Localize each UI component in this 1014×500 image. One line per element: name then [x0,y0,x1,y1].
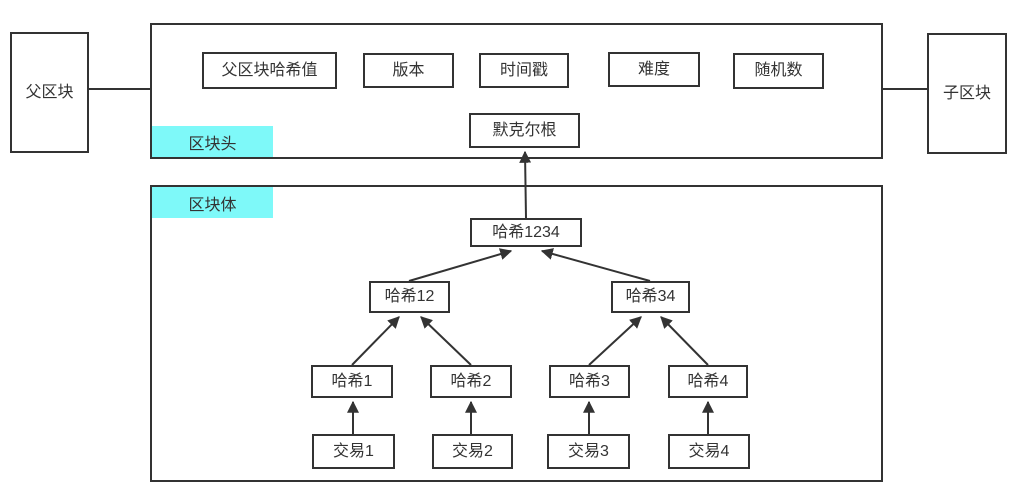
difficulty-field: 难度 [608,52,700,87]
block-header-label: 区块头 [152,126,273,157]
block-header-section [150,23,883,159]
hash2-node: 哈希2 [430,365,512,398]
transaction1-node: 交易1 [312,434,395,469]
hash3-node: 哈希3 [549,365,630,398]
arrow-hash4-hash34 [660,316,709,366]
arrow-hash3-hash34 [588,316,642,366]
parent-block-node: 父区块 [10,32,89,153]
parent-hash-field: 父区块哈希值 [202,52,337,89]
child-block-node: 子区块 [927,33,1007,154]
version-field: 版本 [363,53,454,88]
arrow-hash2-hash12 [420,316,472,366]
hash-root-node: 哈希1234 [470,218,582,247]
arrow-hash34-root [540,248,651,282]
block-body-label: 区块体 [152,187,273,218]
transaction4-node: 交易4 [668,434,750,469]
hash4-node: 哈希4 [668,365,748,398]
hash12-node: 哈希12 [369,281,450,313]
timestamp-field: 时间戳 [479,53,569,88]
nonce-field: 随机数 [733,53,824,89]
transaction2-node: 交易2 [432,434,513,469]
merkle-root-field: 默克尔根 [469,113,580,148]
transaction3-node: 交易3 [547,434,630,469]
arrow-hash12-root [408,248,513,282]
hash1-node: 哈希1 [311,365,393,398]
arrow-hash1-hash12 [351,316,400,366]
hash34-node: 哈希34 [611,281,690,313]
block-body-section [150,185,883,482]
